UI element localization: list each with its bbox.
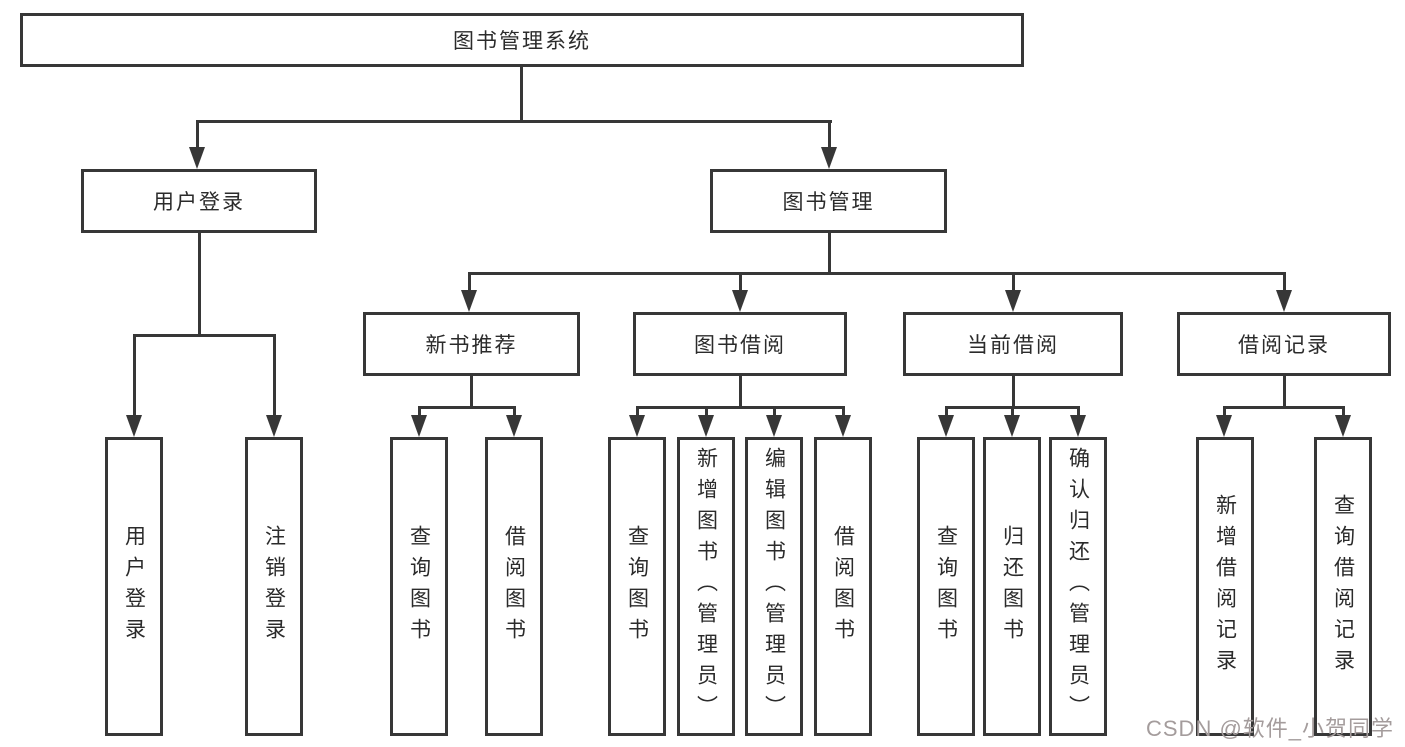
arrow-down-icon [1276,290,1292,312]
connector-stem [705,406,708,418]
connector-stem [1012,272,1015,292]
node-library-management-system: 图书管理系统 [20,13,1024,67]
leaf-query-book: 查询图书 [917,437,975,736]
leaf-borrow-book: 借阅图书 [814,437,872,736]
node-user-login: 用户登录 [81,169,317,233]
leaf-add-book-admin: 新增图书（管理员） [677,437,735,736]
connector-stem [773,406,776,418]
node-borrow-records: 借阅记录 [1177,312,1391,376]
connector-stem [1342,406,1345,418]
connector-level2-hline [196,120,832,123]
connector-hline [636,406,845,409]
leaf-edit-book-admin: 编辑图书（管理员） [745,437,803,736]
arrow-down-icon [766,415,782,437]
connector-vline [198,232,201,336]
leaf-query-book: 查询图书 [390,437,448,736]
arrow-down-icon [411,415,427,437]
arrow-down-icon [1005,290,1021,312]
connector-stem [468,272,471,292]
node-book-management: 图书管理 [710,169,947,233]
connector-root-vline [520,66,523,122]
watermark: CSDN @软件_小贺同学 [1146,716,1395,741]
leaf-borrow-book: 借阅图书 [485,437,543,736]
arrow-down-icon [189,147,205,169]
node-book-borrow: 图书借阅 [633,312,847,376]
leaf-logout-login: 注销登录 [245,437,303,736]
connector-stem [133,334,136,418]
connector-vline [1012,374,1015,408]
leaf-query-borrow-record: 查询借阅记录 [1314,437,1372,736]
arrow-down-icon [1004,415,1020,437]
leaf-add-borrow-record: 新增借阅记录 [1196,437,1254,736]
connector-hline [133,334,276,337]
node-current-borrow: 当前借阅 [903,312,1123,376]
arrow-down-icon [732,290,748,312]
connector-stem [828,120,831,150]
connector-stem [739,272,742,292]
connector-stem [418,406,421,418]
arrow-down-icon [266,415,282,437]
leaf-confirm-return-admin: 确认归还（管理员） [1049,437,1107,736]
leaf-return-book: 归还图书 [983,437,1041,736]
connector-hline [1223,406,1345,409]
connector-level3-hline [468,272,1286,275]
arrow-down-icon [629,415,645,437]
arrow-down-icon [461,290,477,312]
connector-vline [1283,374,1286,408]
connector-stem [1011,406,1014,418]
arrow-down-icon [835,415,851,437]
connector-stem [636,406,639,418]
arrow-down-icon [1335,415,1351,437]
connector-vline [739,374,742,408]
leaf-user-login: 用户登录 [105,437,163,736]
connector-stem [273,334,276,418]
connector-stem [1077,406,1080,418]
connector-vline [470,374,473,408]
connector-vline [828,232,831,274]
arrow-down-icon [1070,415,1086,437]
connector-stem [1283,272,1286,292]
node-new-book-recommend: 新书推荐 [363,312,580,376]
connector-stem [196,120,199,150]
arrow-down-icon [506,415,522,437]
connector-stem [842,406,845,418]
leaf-query-book: 查询图书 [608,437,666,736]
arrow-down-icon [938,415,954,437]
connector-stem [945,406,948,418]
arrow-down-icon [126,415,142,437]
arrow-down-icon [698,415,714,437]
connector-stem [513,406,516,418]
arrow-down-icon [821,147,837,169]
connector-hline [418,406,516,409]
arrow-down-icon [1216,415,1232,437]
connector-stem [1223,406,1226,418]
